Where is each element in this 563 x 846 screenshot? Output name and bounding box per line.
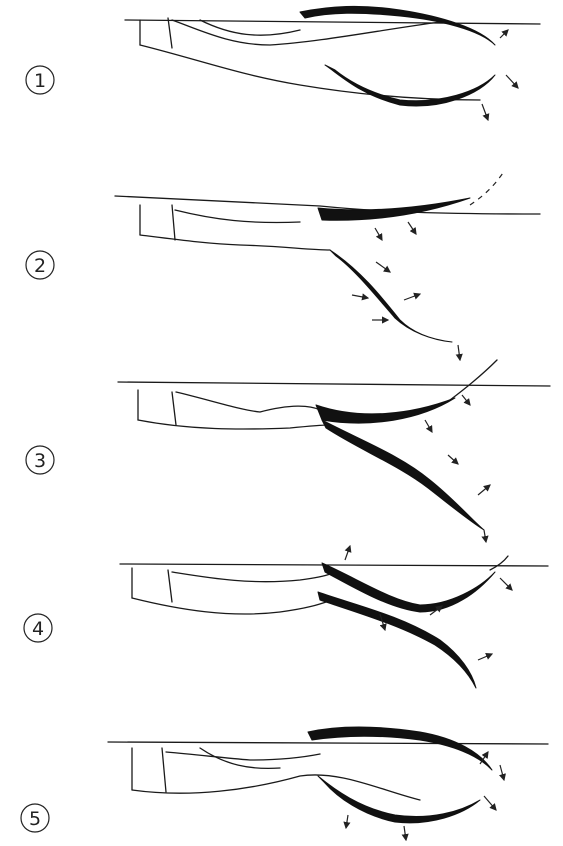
panel-1: 1: [26, 6, 540, 120]
valve-leaflets: [318, 198, 470, 342]
valve-leaflets: [300, 6, 495, 106]
panel-4: 4: [24, 546, 548, 688]
flow-arrows: [345, 546, 512, 660]
valve-leaflets: [316, 398, 484, 530]
valve-leaflets: [308, 727, 492, 823]
panel-5: 5: [21, 727, 548, 840]
flow-arrows: [482, 30, 518, 120]
panel-number-label: 4: [32, 618, 44, 640]
panel-number-label: 5: [29, 808, 41, 830]
panel-number-label: 3: [34, 450, 46, 472]
vessel-outline: [108, 742, 548, 800]
panel-number-label: 2: [34, 255, 46, 277]
flow-arrows: [346, 752, 504, 840]
vessel-outline: [120, 556, 548, 614]
flow-arrows: [425, 395, 490, 542]
panel-number-label: 1: [34, 70, 46, 92]
flow-arrows: [352, 222, 460, 360]
valve-leaflets: [318, 563, 495, 688]
panel-3: 3: [26, 360, 550, 542]
panel-2: 2: [26, 170, 540, 360]
